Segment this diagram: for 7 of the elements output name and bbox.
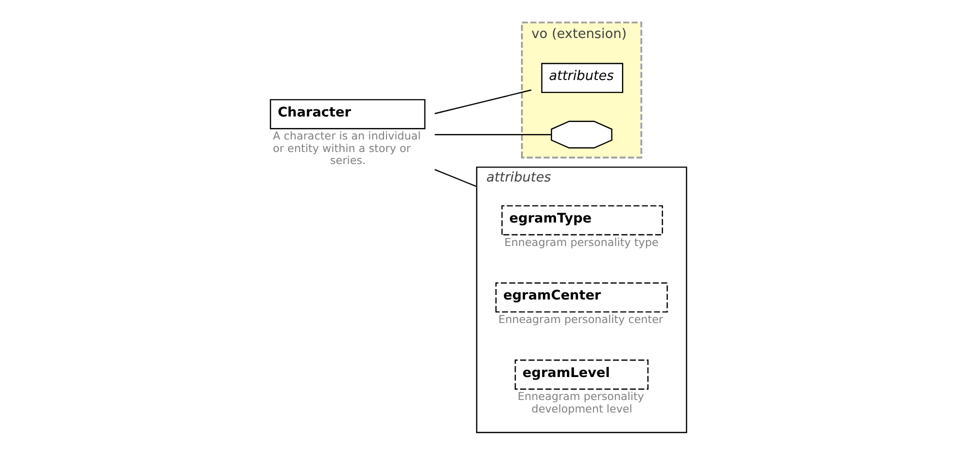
node-octagon xyxy=(550,120,612,148)
node-label: A character is an individual or entity within a story or series. xyxy=(272,130,421,167)
node-label: Enneagram personality development level xyxy=(518,390,644,416)
node-label: Enneagram personality type xyxy=(504,236,659,249)
node-label: Enneagram personality center xyxy=(498,313,664,326)
connector xyxy=(434,134,552,136)
connector xyxy=(434,168,477,188)
